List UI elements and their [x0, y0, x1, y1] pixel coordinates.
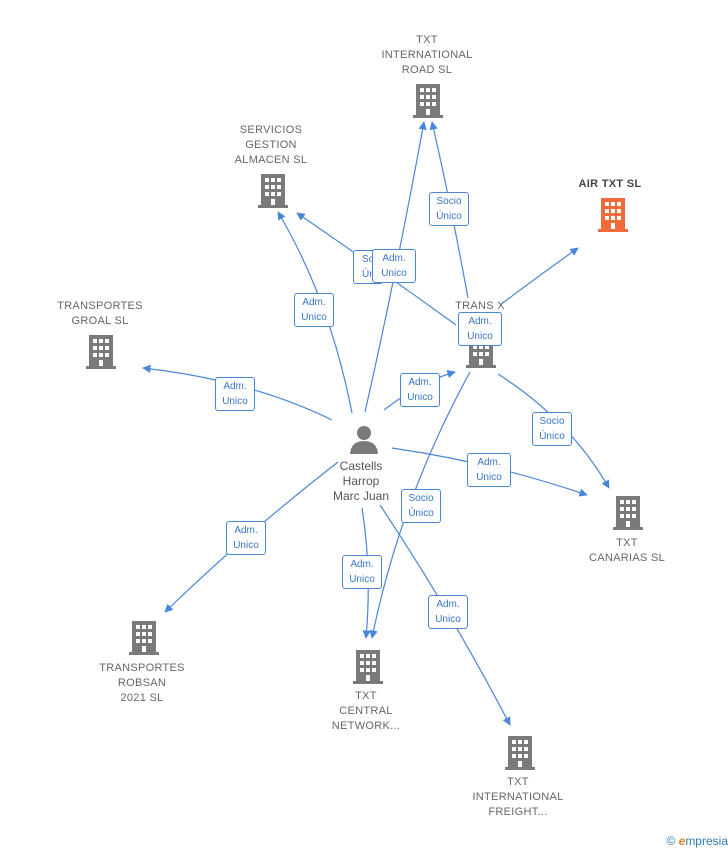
- relation-badge[interactable]: Adm. Unico: [372, 249, 416, 283]
- relation-badge[interactable]: Socio Único: [401, 489, 441, 523]
- relation-badge[interactable]: Adm. Unico: [294, 293, 334, 327]
- building-icon[interactable]: [258, 174, 288, 208]
- brand-footer: © empresia: [666, 834, 728, 848]
- building-icon[interactable]: [129, 621, 159, 655]
- relation-badge[interactable]: Socio Único: [532, 412, 572, 446]
- building-icon[interactable]: [86, 335, 116, 369]
- person-label[interactable]: Castells Harrop Marc Juan: [332, 459, 390, 503]
- building-icon[interactable]: [413, 84, 443, 118]
- relation-badge[interactable]: Adm. Unico: [428, 595, 468, 629]
- brand-initial: e: [678, 834, 686, 848]
- relation-badge[interactable]: Adm. Unico: [215, 377, 255, 411]
- company-label-transportes-groal[interactable]: TRANSPORTES GROAL SL: [57, 300, 143, 327]
- relation-badge[interactable]: Adm. Unico: [467, 453, 511, 487]
- company-label-txt-central-network[interactable]: TXT CENTRAL NETWORK...: [331, 690, 401, 732]
- building-icon[interactable]: [505, 736, 535, 770]
- edge-transx-air: [499, 247, 579, 306]
- copyright-symbol: ©: [666, 834, 676, 848]
- relation-badge[interactable]: Adm. Unico: [226, 521, 266, 555]
- building-icon[interactable]: [353, 650, 383, 684]
- relation-badge[interactable]: Adm. Unico: [458, 312, 502, 346]
- company-label-txt-canarias[interactable]: TXT CANARIAS SL: [588, 537, 666, 564]
- relation-badge[interactable]: Socio Único: [429, 192, 469, 226]
- company-label-trans-x[interactable]: TRANS X: [455, 300, 505, 312]
- company-label-txt-international-road[interactable]: TXT INTERNATIONAL ROAD SL: [381, 34, 473, 76]
- brand-name: mpresia: [685, 834, 728, 848]
- company-label-air-txt[interactable]: AIR TXT SL: [578, 178, 642, 190]
- relation-badge[interactable]: Adm. Unico: [342, 555, 382, 589]
- person-icon[interactable]: [349, 424, 379, 454]
- building-icon[interactable]: [613, 496, 643, 530]
- building-icon-highlight[interactable]: [598, 198, 628, 232]
- company-label-servicios-gestion[interactable]: SERVICIOS GESTION ALMACEN SL: [234, 124, 308, 166]
- company-label-transportes-robsan[interactable]: TRANSPORTES ROBSAN 2021 SL: [99, 662, 185, 704]
- company-label-txt-international-freight[interactable]: TXT INTERNATIONAL FREIGHT...: [472, 776, 564, 818]
- relation-badge[interactable]: Adm. Unico: [400, 373, 440, 407]
